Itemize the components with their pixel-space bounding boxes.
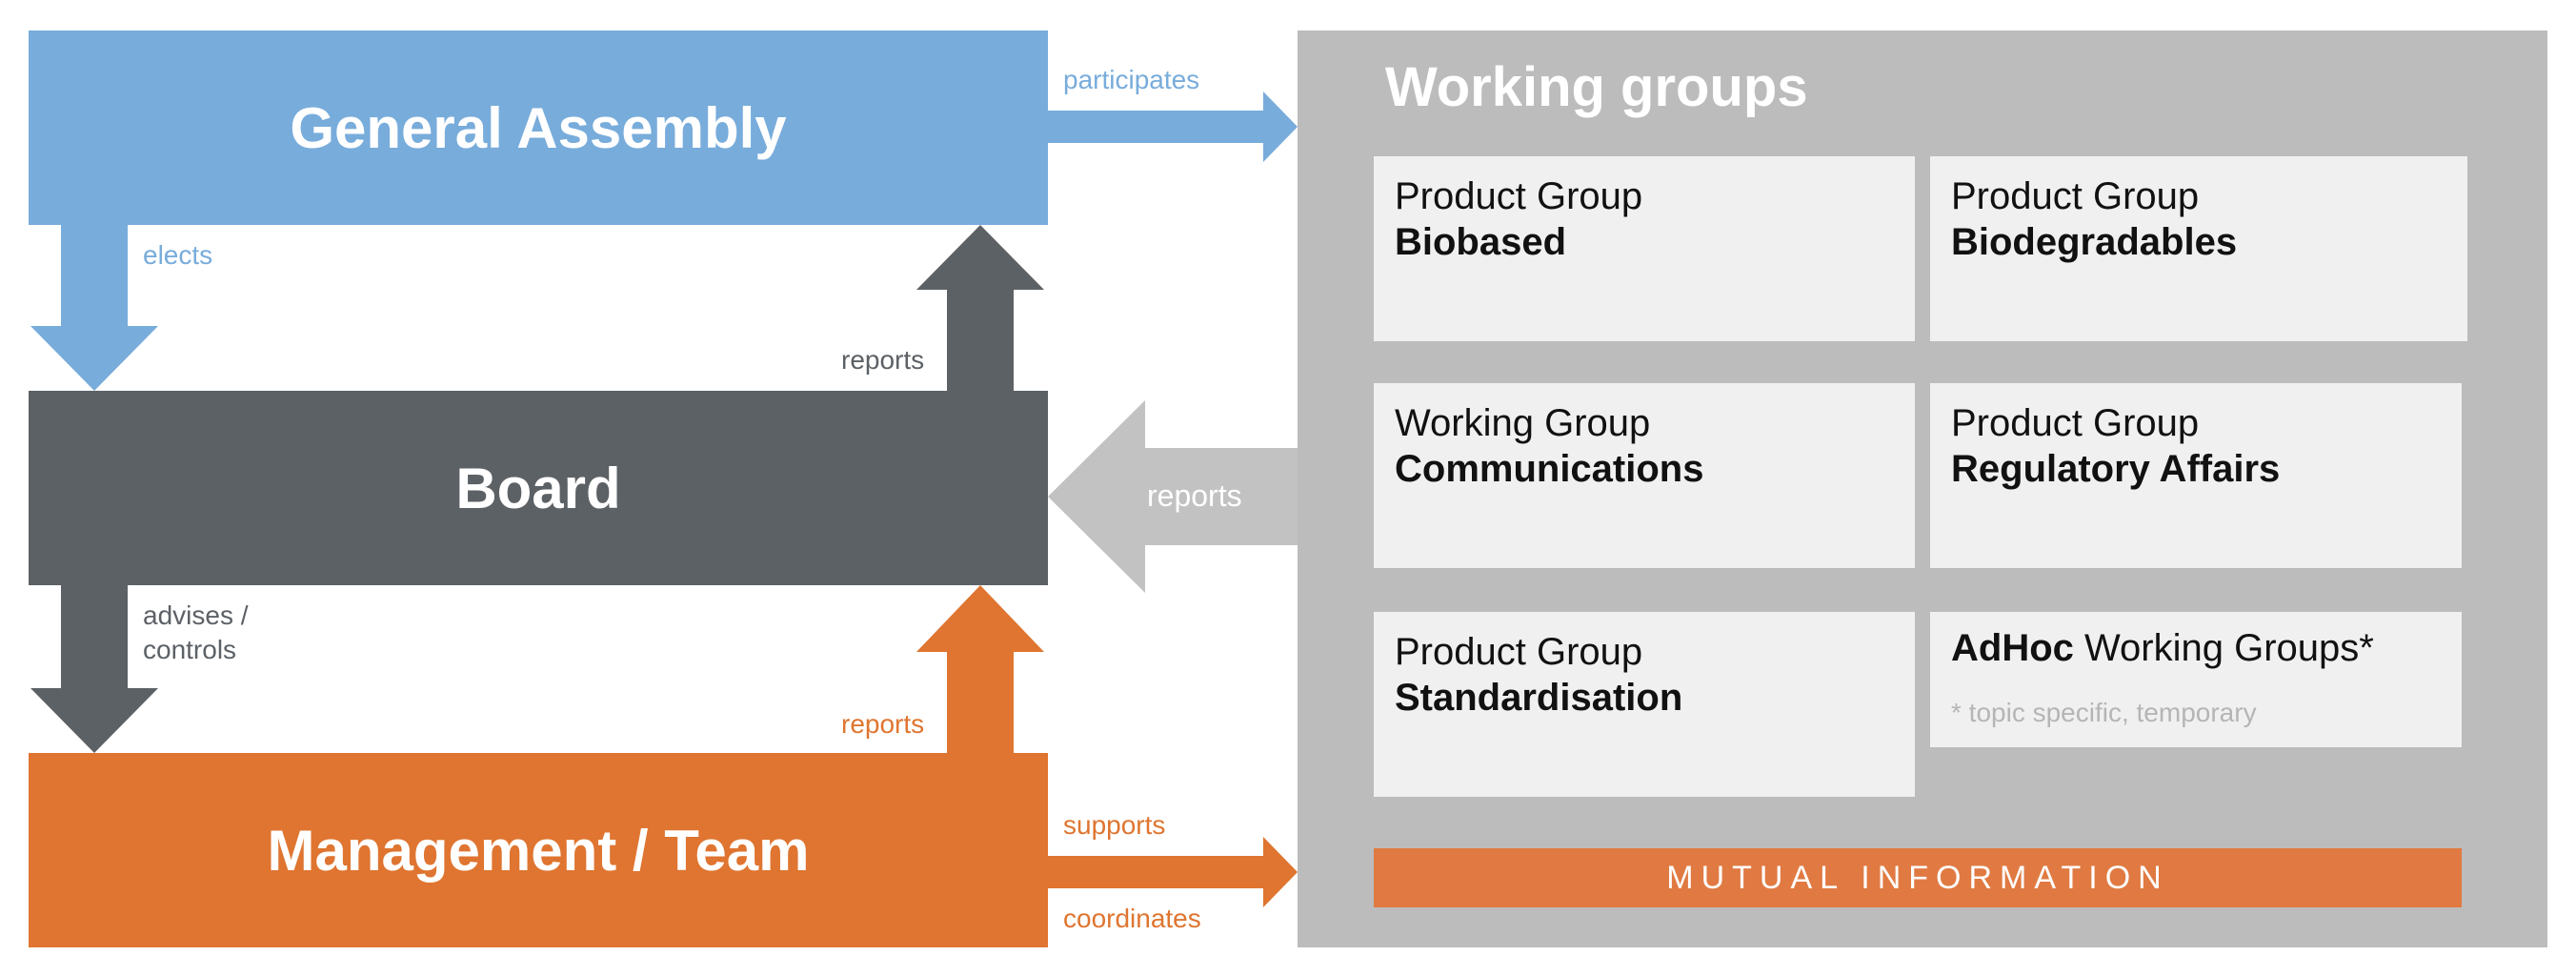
reports-from-groups-label: reports — [1147, 478, 1242, 513]
elects-label: elects — [143, 240, 213, 270]
card-title: Biobased — [1395, 221, 1567, 263]
card-title: Communications — [1395, 448, 1704, 490]
adhoc-title: AdHoc Working Groups* — [1951, 627, 2374, 670]
management-team-box: Management / Team — [29, 753, 1048, 947]
reports-up-to-board-arrow — [916, 585, 1044, 753]
card-title: Biodegradables — [1951, 221, 2238, 263]
board-box: Board — [29, 391, 1048, 585]
board-title: Board — [455, 456, 621, 520]
supports-label: supports — [1063, 810, 1166, 840]
general-assembly-title: General Assembly — [290, 95, 787, 160]
adhoc-rest: Working Groups* — [2073, 627, 2374, 669]
card-product-group-biodegradables: Product Group Biodegradables — [1930, 156, 2467, 341]
card-product-group-biobased: Product Group Biobased — [1374, 156, 1915, 341]
mutual-information-label: MUTUAL INFORMATION — [1666, 859, 2169, 896]
participates-label: participates — [1063, 65, 1200, 94]
card-title: Regulatory Affairs — [1951, 448, 2281, 490]
reports-from-groups-arrow — [1048, 400, 1298, 593]
adhoc-bold: AdHoc — [1951, 627, 2074, 669]
coordinates-label: coordinates — [1063, 904, 1201, 933]
participates-arrow — [1048, 92, 1298, 162]
card-product-group-standardisation: Product Group Standardisation — [1374, 612, 1915, 797]
advises-controls-arrow — [30, 585, 158, 753]
card-label: Product Group — [1395, 175, 1643, 217]
card-label: Product Group — [1951, 175, 2200, 217]
working-groups-title: Working groups — [1385, 56, 1808, 118]
adhoc-note: * topic specific, temporary — [1951, 698, 2257, 727]
reports-to-board-label: reports — [841, 709, 925, 739]
reports-to-assembly-label: reports — [841, 345, 925, 375]
general-assembly-box: General Assembly — [29, 30, 1048, 225]
working-groups-panel: Working groups Product Group Biobased Pr… — [1298, 30, 2547, 947]
card-product-group-regulatory-affairs: Product Group Regulatory Affairs — [1930, 383, 2462, 568]
mutual-information-bar: MUTUAL INFORMATION — [1374, 848, 2462, 907]
management-team-title: Management / Team — [267, 818, 810, 883]
card-title: Standardisation — [1395, 677, 1683, 719]
supports-coordinates-arrow — [1048, 837, 1298, 907]
reports-up-to-assembly-arrow — [916, 225, 1044, 391]
advises-label-line2: controls — [143, 635, 237, 664]
card-label: Product Group — [1951, 402, 2200, 444]
card-label: Working Group — [1395, 402, 1651, 444]
card-adhoc-working-groups: AdHoc Working Groups* * topic specific, … — [1930, 612, 2462, 747]
advises-label-line1: advises / — [143, 600, 249, 630]
card-working-group-communications: Working Group Communications — [1374, 383, 1915, 568]
elects-arrow — [30, 225, 158, 391]
card-label: Product Group — [1395, 631, 1643, 673]
